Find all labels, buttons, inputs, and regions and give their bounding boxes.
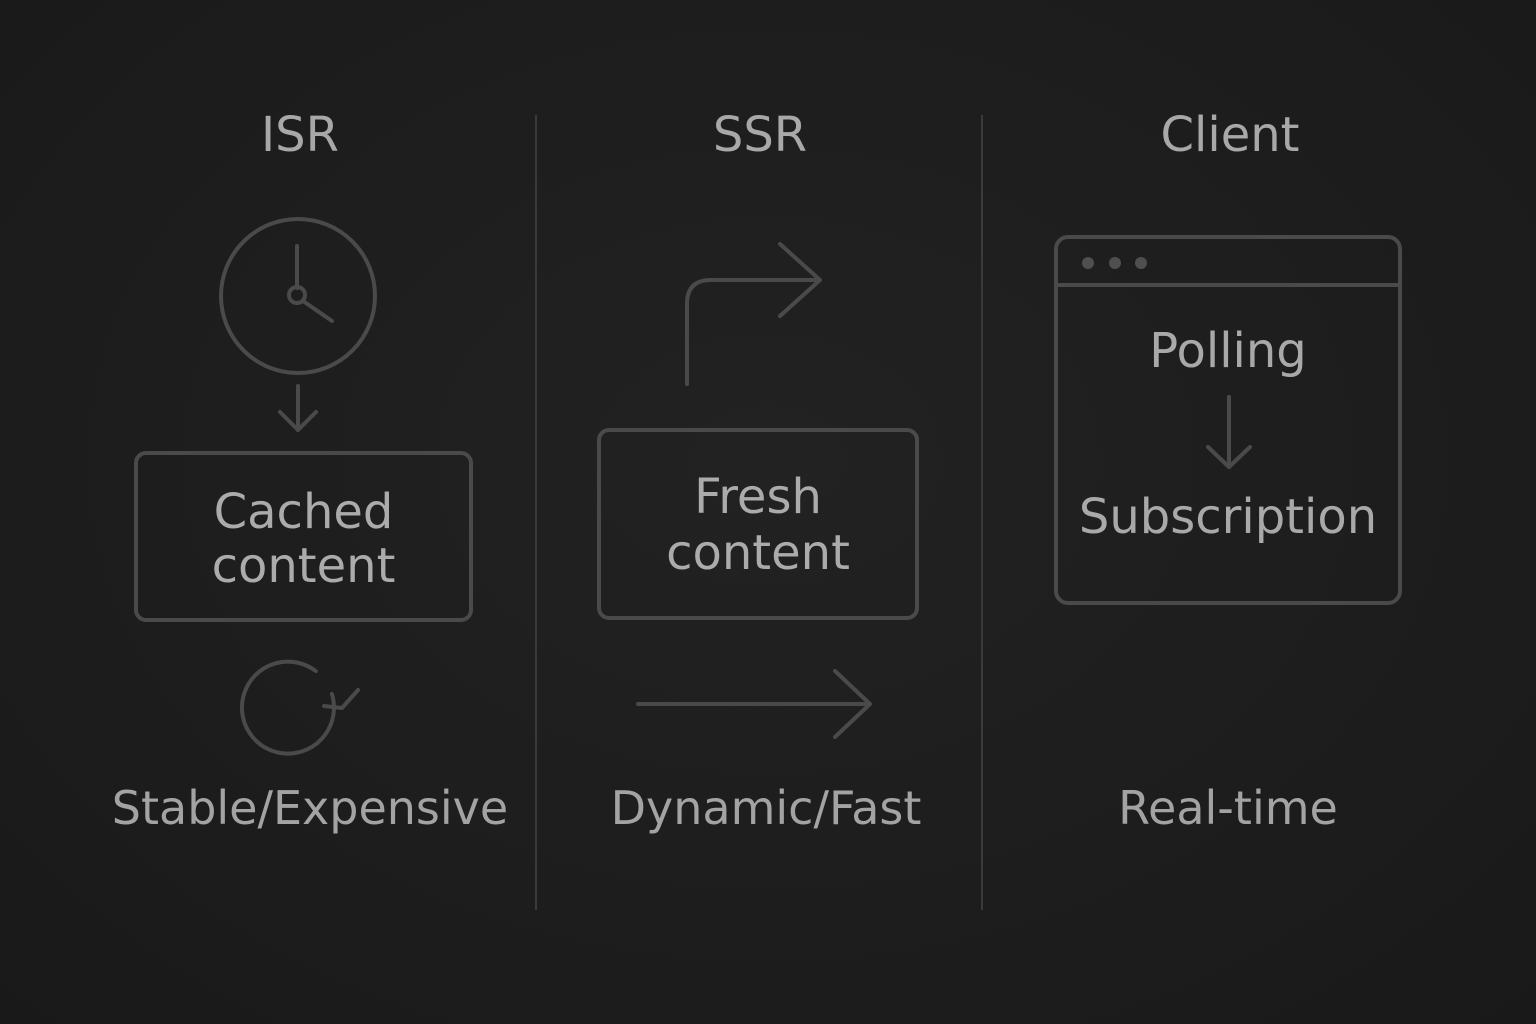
- arrow-right-icon: [636, 669, 872, 739]
- fresh-content-line1: Fresh: [694, 469, 822, 525]
- fresh-content-box: Fresh content: [597, 428, 919, 620]
- turn-right-arrow-icon: [685, 242, 822, 386]
- isr-title: ISR: [261, 107, 339, 163]
- cached-content-box: Cached content: [134, 451, 473, 622]
- cached-content-line2: content: [211, 538, 396, 594]
- cached-content-line1: Cached: [213, 484, 394, 540]
- ssr-title: SSR: [712, 107, 808, 163]
- client-title: Client: [1160, 107, 1300, 163]
- ssr-caption: Dynamic/Fast: [610, 781, 922, 835]
- client-caption: Real-time: [1118, 781, 1338, 835]
- window-dot-icon: [1135, 257, 1147, 269]
- column-divider-right: [981, 115, 983, 910]
- refresh-icon: [240, 659, 360, 756]
- polling-label: Polling: [1149, 323, 1307, 379]
- browser-window-icon: Polling Subscription: [1054, 235, 1402, 605]
- arrow-down-icon: [1206, 395, 1252, 469]
- arrow-down-icon: [278, 384, 318, 432]
- browser-window-titlebar: [1058, 239, 1398, 287]
- fresh-content-line2: content: [666, 525, 850, 581]
- subscription-label: Subscription: [1078, 489, 1378, 545]
- clock-icon: [219, 217, 377, 375]
- isr-caption: Stable/Expensive: [111, 781, 509, 835]
- window-dot-icon: [1082, 257, 1094, 269]
- window-dot-icon: [1109, 257, 1121, 269]
- column-divider-left: [535, 115, 537, 910]
